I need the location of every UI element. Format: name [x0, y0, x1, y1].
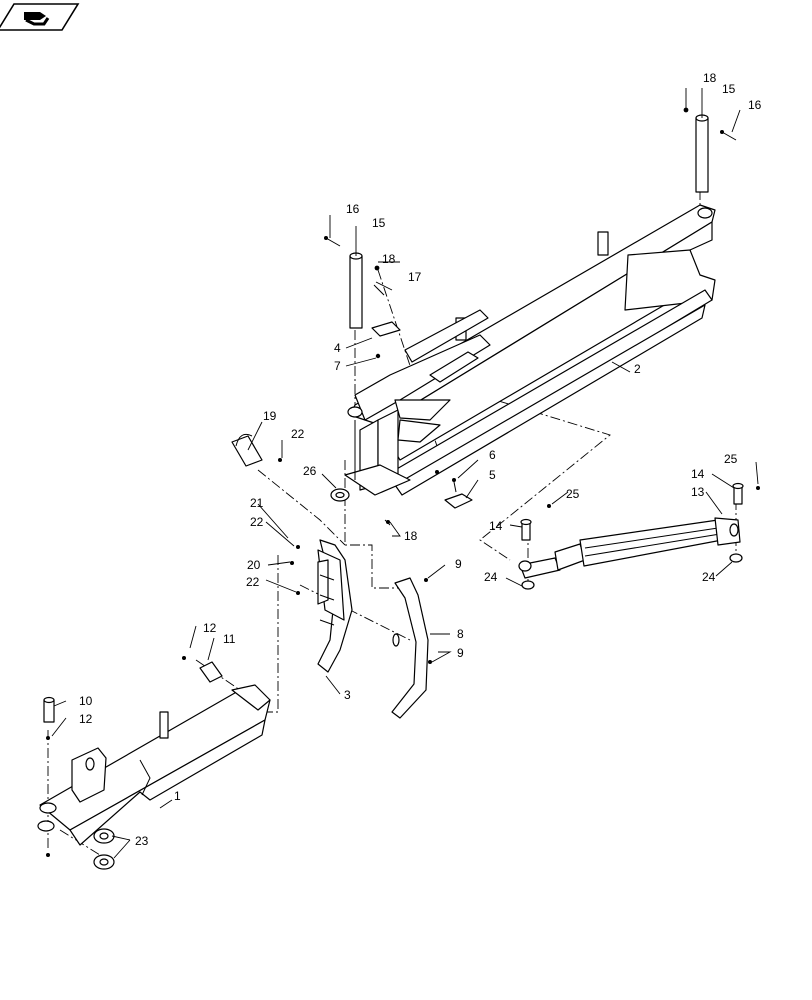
- callout-13: 13: [691, 485, 705, 499]
- callout-17: 17: [408, 270, 422, 284]
- callout-23: 23: [135, 834, 149, 848]
- lower-arm-part-1: [37, 684, 271, 846]
- callout-9: 9: [455, 557, 462, 571]
- pins-part-14: [520, 482, 744, 541]
- callout-26: 26: [303, 464, 317, 478]
- callout-15: 15: [722, 82, 736, 96]
- callout-22: 22: [291, 427, 305, 441]
- pin-part-10: [43, 696, 55, 857]
- pin-15-lower: [349, 252, 363, 329]
- bracket-part-3: [290, 539, 353, 673]
- pin-15-upper: [695, 114, 709, 193]
- small-hardware: [324, 107, 737, 524]
- pin-part-11: [182, 656, 223, 683]
- book-page-icon[interactable]: [0, 3, 80, 31]
- callout-24: 24: [484, 570, 498, 584]
- washers-part-23: [93, 828, 115, 870]
- main-boom-part-2: [344, 204, 716, 496]
- hydraulic-cylinder-part-13: [518, 486, 760, 579]
- callout-10: 10: [79, 694, 93, 708]
- callout-3: 3: [344, 688, 351, 702]
- callout-19: 19: [263, 409, 277, 423]
- callout-22: 22: [246, 575, 260, 589]
- callout-18: 18: [703, 71, 717, 85]
- callout-5: 5: [489, 468, 496, 482]
- u-pin-part-19: [231, 433, 282, 467]
- callout-25: 25: [566, 487, 580, 501]
- callout-25: 25: [724, 452, 738, 466]
- callout-12: 12: [203, 621, 217, 635]
- callout-18: 18: [404, 529, 418, 543]
- callout-16: 16: [748, 98, 762, 112]
- callout-24: 24: [702, 570, 716, 584]
- callout-9: 9: [457, 646, 464, 660]
- callout-7: 7: [334, 359, 341, 373]
- callout-15: 15: [372, 216, 386, 230]
- callout-1: 1: [174, 789, 181, 803]
- callouts: 18 15 16 16 15 18 17 4 7 2 19 22 26 6 5 …: [79, 71, 762, 848]
- callout-8: 8: [457, 627, 464, 641]
- callout-2: 2: [634, 362, 641, 376]
- callout-14: 14: [489, 519, 503, 533]
- callout-6: 6: [489, 448, 496, 462]
- callout-14: 14: [691, 467, 705, 481]
- callout-11: 11: [223, 632, 236, 646]
- callout-21: 21: [250, 496, 264, 510]
- callout-16: 16: [346, 202, 360, 216]
- callout-12: 12: [79, 712, 93, 726]
- leader-lines: [51, 88, 759, 859]
- callout-22: 22: [250, 515, 264, 529]
- callout-20: 20: [247, 558, 261, 572]
- bracket-part-8: [391, 577, 432, 719]
- washer-part-26: [330, 488, 350, 502]
- callout-4: 4: [334, 341, 341, 355]
- washers-part-24: [521, 553, 743, 590]
- callout-18: 18: [382, 252, 396, 266]
